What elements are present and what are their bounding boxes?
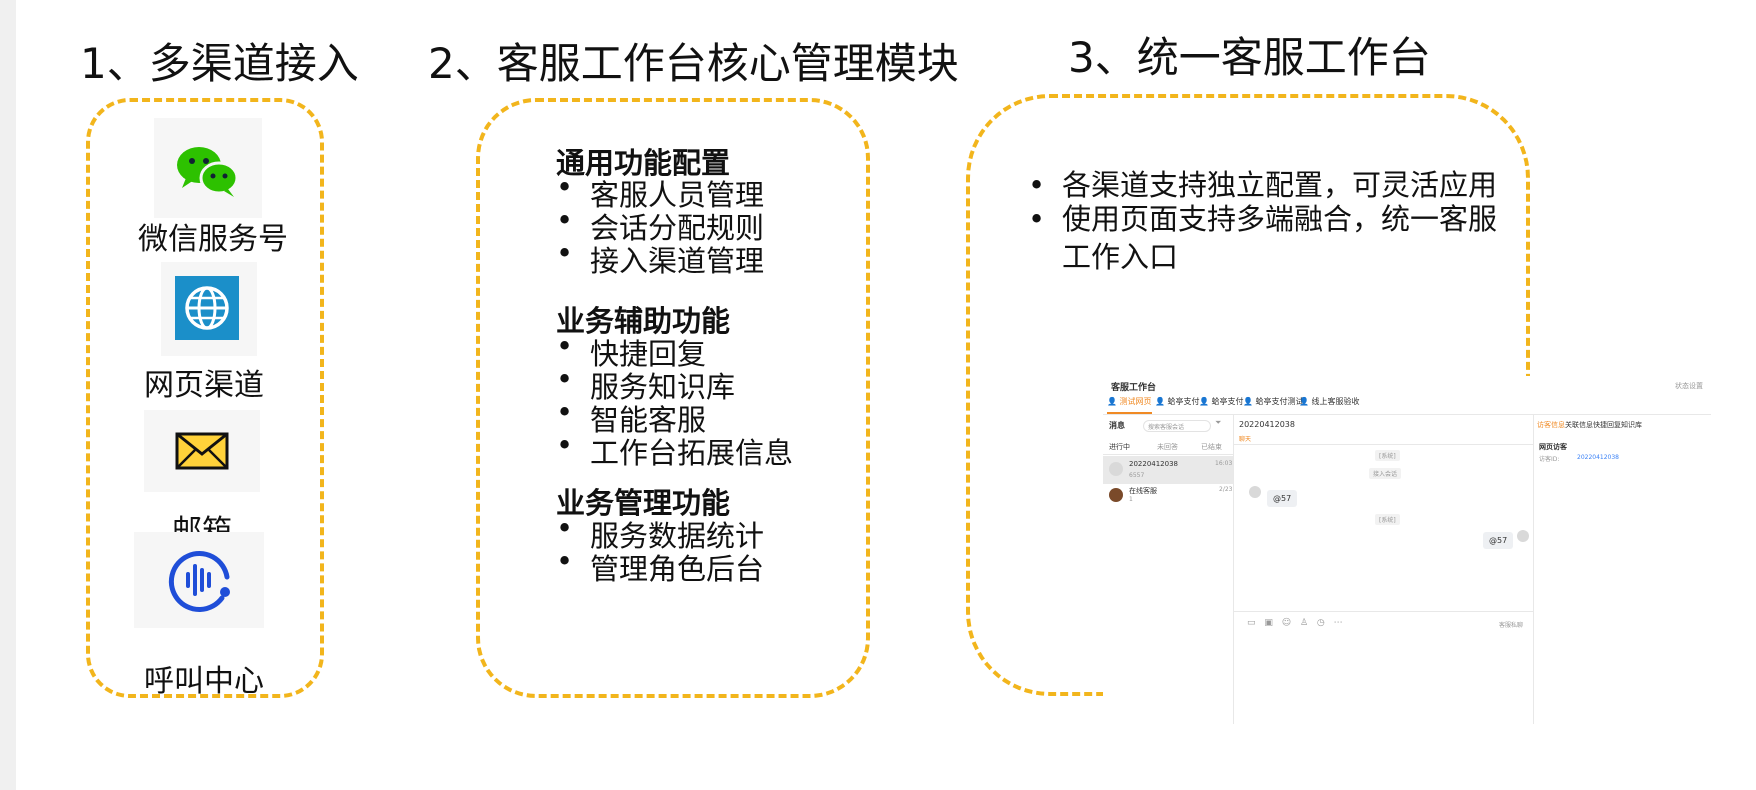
- column-2-title: 2、客服工作台核心管理模块: [428, 39, 959, 88]
- avatar: [1109, 462, 1123, 476]
- web-tile: [161, 262, 257, 356]
- column-1-title: 1、多渠道接入: [80, 39, 359, 88]
- ss-conv-preview: 1: [1129, 496, 1133, 503]
- ss-filter-unanswered[interactable]: 未回答: [1157, 443, 1178, 451]
- ss-right-tab[interactable]: 知识库: [1621, 421, 1642, 429]
- ss-right-tab[interactable]: 快捷回复: [1593, 421, 1621, 429]
- column-3-title: 3、统一客服工作台: [1068, 33, 1431, 82]
- ss-visitor-title: 网页访客: [1539, 443, 1567, 451]
- ss-visitor-id-label: 访客ID:: [1539, 456, 1560, 463]
- avatar: [1517, 530, 1529, 542]
- mail-tile: [144, 410, 260, 492]
- filter-icon[interactable]: ⏷: [1215, 418, 1222, 427]
- ss-conv-time: 16:03: [1215, 460, 1233, 467]
- globe-icon: [175, 276, 239, 340]
- ss-system-note: [系统]: [1375, 450, 1400, 461]
- ss-private-note[interactable]: 客服私聊: [1499, 622, 1524, 629]
- wechat-icon: [177, 147, 239, 197]
- wechat-tile: [154, 118, 262, 218]
- ss-system-note: [系统]: [1375, 514, 1400, 525]
- ss-tab[interactable]: 👤 蛤亭支付: [1199, 397, 1244, 406]
- ss-visitor-id: 20220412038: [1577, 454, 1619, 461]
- channel-label-wechat: 微信服务号: [138, 222, 288, 257]
- ss-conv-preview: 6557: [1129, 472, 1145, 479]
- mail-icon: [175, 432, 229, 470]
- ss-conv-name: 20220412038: [1129, 460, 1178, 468]
- ss-conv-time: 2/23: [1219, 486, 1233, 493]
- ss-filter-ongoing[interactable]: 进行中: [1109, 443, 1130, 451]
- ss-toolbar-icons[interactable]: ▭ ▣ ☺ ♙ ◷ ⋯: [1247, 618, 1346, 628]
- section-heading-manage: 业务管理功能: [556, 486, 731, 520]
- ss-right-tab[interactable]: 关联信息: [1565, 421, 1593, 429]
- ss-join-note: 接入会话: [1369, 468, 1402, 479]
- ss-filter-ended[interactable]: 已结束: [1201, 443, 1222, 451]
- avatar: [1109, 488, 1123, 502]
- ss-messages-label: 消息: [1109, 421, 1125, 430]
- ss-chat-sub: 聊天: [1239, 436, 1252, 443]
- ss-chat-id: 20220412038: [1239, 420, 1295, 429]
- ss-outgoing-message: @57: [1483, 532, 1514, 549]
- call-center-tile: [134, 532, 264, 628]
- ss-tab[interactable]: 👤 蛤亭支付: [1155, 397, 1200, 406]
- ss-tab[interactable]: 👤 线上客服验收: [1299, 397, 1360, 406]
- ss-conv-name[interactable]: 在线客服: [1129, 487, 1157, 495]
- ss-conversation-active[interactable]: [1103, 456, 1233, 484]
- ss-tab[interactable]: 👤 测试网页: [1107, 396, 1152, 414]
- section-heading-general: 通用功能配置: [556, 146, 731, 180]
- section-heading-assist: 业务辅助功能: [556, 304, 731, 338]
- channel-label-call-center: 呼叫中心: [144, 664, 264, 699]
- channel-label-web: 网页渠道: [144, 368, 264, 403]
- modules-box: [476, 98, 870, 698]
- avatar: [1249, 486, 1261, 498]
- workbench-screenshot: 客服工作台 状态设置 👤 测试网页 👤 蛤亭支付 👤 蛤亭支付 👤 蛤亭支付测试…: [1103, 376, 1711, 724]
- channels-box: [86, 98, 324, 698]
- ss-tab[interactable]: 👤 蛤亭支付测试: [1243, 397, 1304, 406]
- ss-right-tab[interactable]: 访客信息: [1537, 421, 1565, 429]
- ss-title: 客服工作台: [1111, 383, 1157, 393]
- ss-search-input[interactable]: 搜索客服会话: [1143, 420, 1211, 432]
- ss-incoming-message: @57: [1267, 490, 1298, 507]
- call-center-icon: [168, 551, 230, 613]
- left-edge-strip: [0, 0, 16, 790]
- ss-status-setting[interactable]: 状态设置: [1675, 382, 1703, 390]
